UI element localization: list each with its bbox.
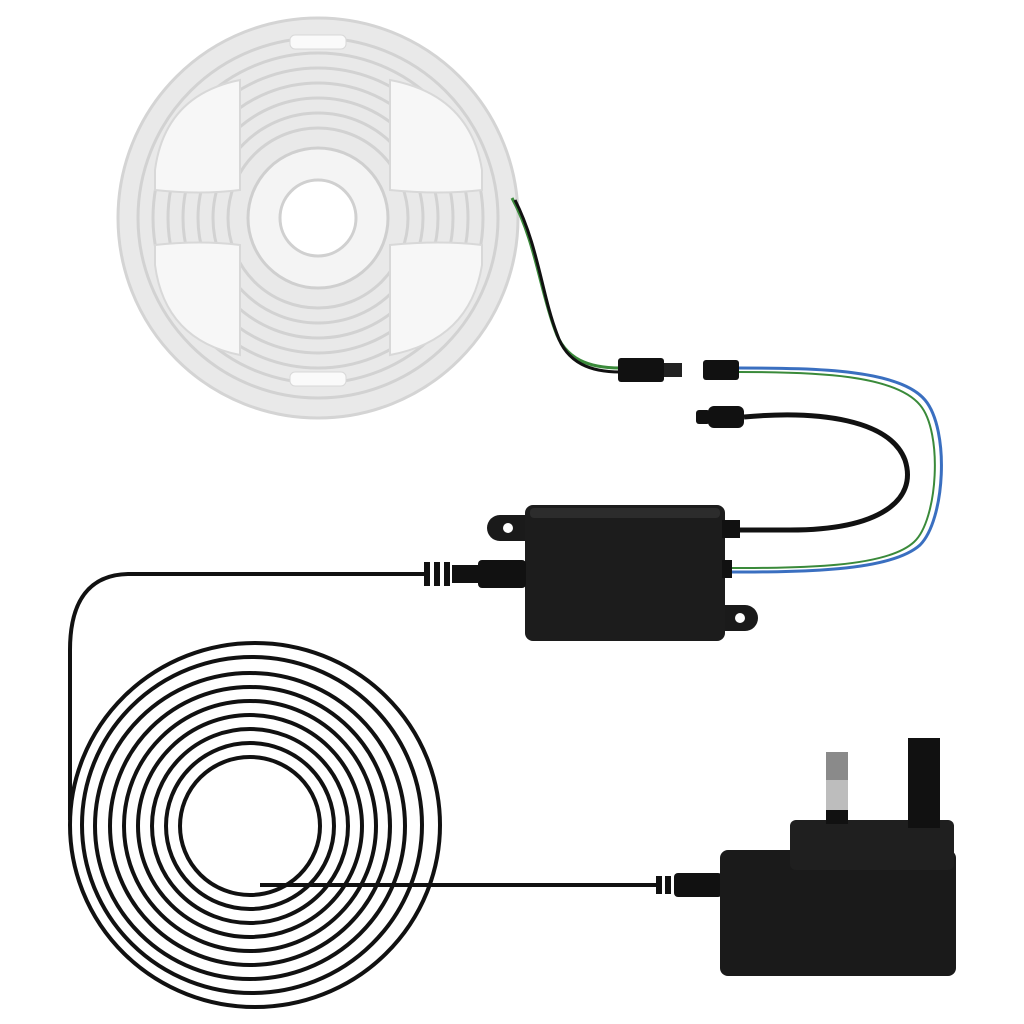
controller-box-icon	[424, 505, 758, 641]
data-wire-blue	[721, 366, 943, 574]
coiled-cable-icon	[68, 641, 442, 1009]
data-wire-green	[721, 371, 936, 569]
power-cable	[68, 572, 424, 820]
dc-connector-icon	[696, 406, 744, 428]
connector-icon	[618, 358, 739, 382]
strip-wire-green	[510, 197, 621, 370]
dc-cable	[722, 412, 910, 533]
led-strip-reel-icon	[116, 16, 520, 420]
uk-plug-adapter-icon	[656, 738, 956, 976]
strip-wire-black	[513, 199, 621, 374]
